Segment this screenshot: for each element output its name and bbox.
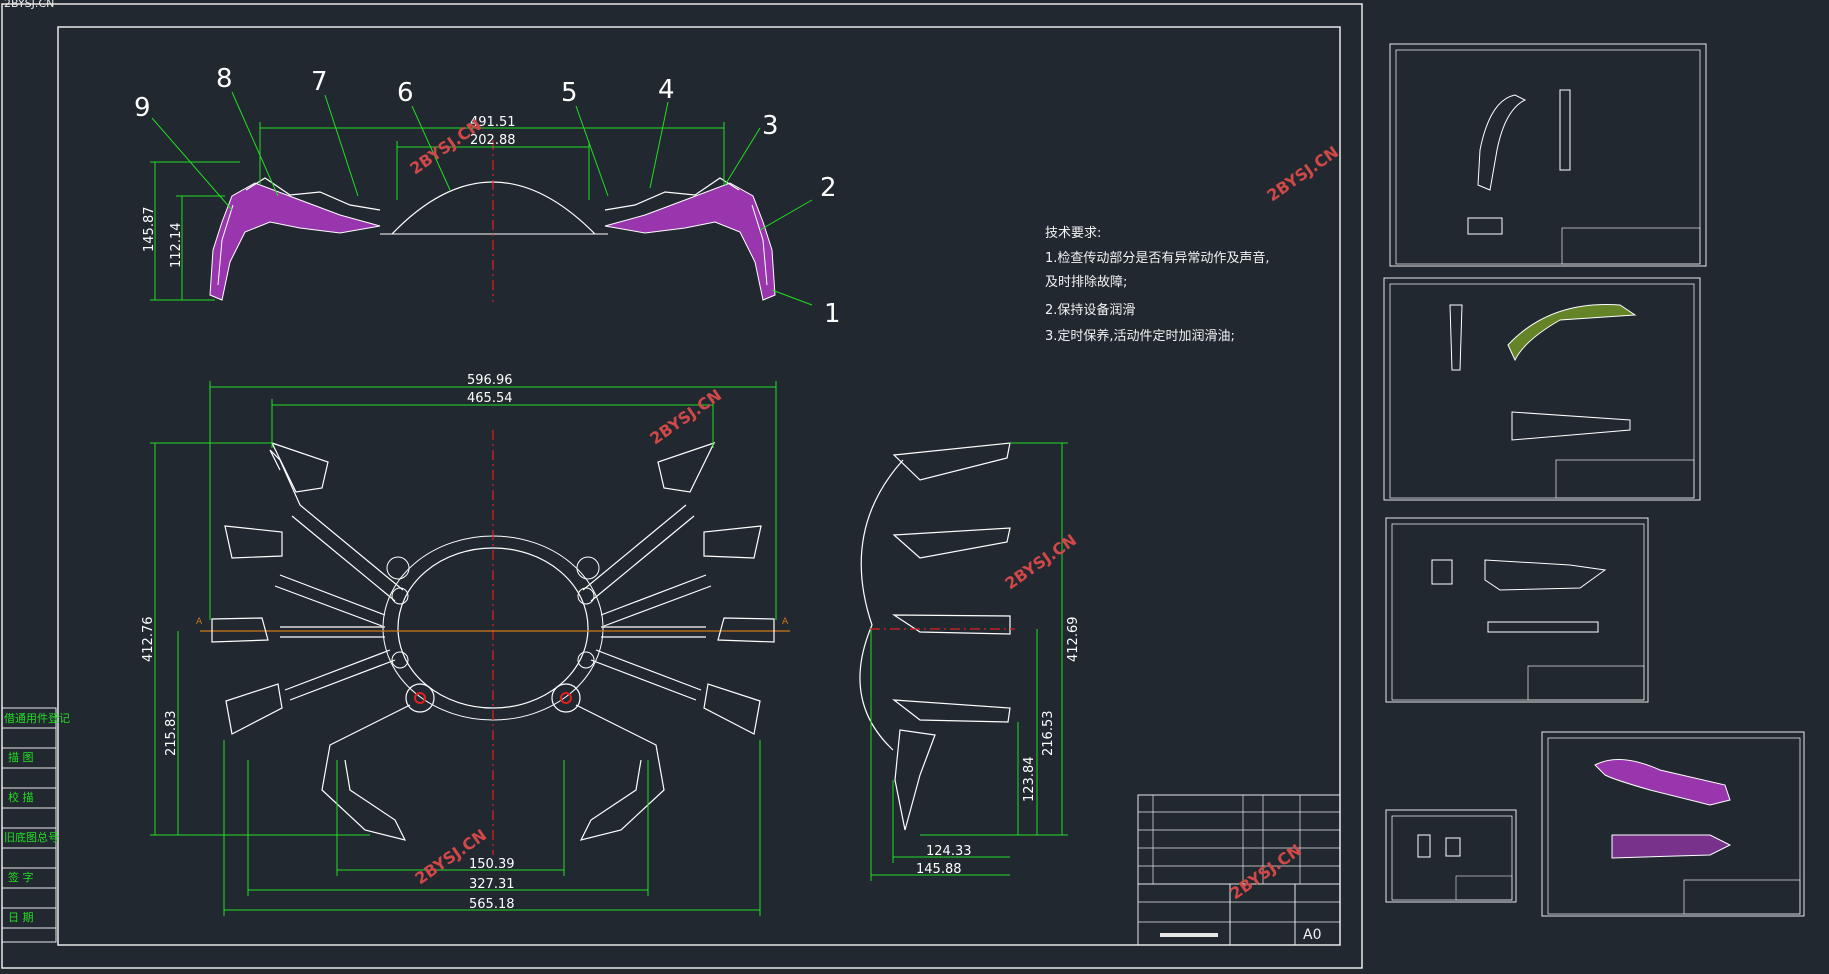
dim-plan-height-left-inner: 215.83 <box>164 711 179 757</box>
dim-plan-width-top-inner: 465.54 <box>467 391 513 406</box>
side-table-row: 签 字 <box>8 870 34 884</box>
dim-plan-height-left-outer: 412.76 <box>141 617 156 663</box>
balloon-9: 9 <box>134 93 151 123</box>
tech-title: 技术要求: <box>1045 226 1101 241</box>
balloon-4: 4 <box>658 75 675 105</box>
side-table-row: 校 描 <box>8 790 34 804</box>
tech-item-3: 3.定时保养,活动件定时加润滑油; <box>1045 328 1235 344</box>
balloon-2: 2 <box>820 173 837 203</box>
dim-plan-width-top-outer: 596.96 <box>467 373 513 388</box>
side-table-row: 描 图 <box>8 750 34 764</box>
dim-top-height-inner: 112.14 <box>169 223 184 269</box>
inner-border <box>57 26 1341 946</box>
tech-requirements: 技术要求: 1.检查传动部分是否有异常动作及声音, 及时排除故障; 2.保持设备… <box>1045 226 1270 344</box>
side-table-row: 旧底图总号 <box>4 830 59 844</box>
top-view: 491.51 202.88 145.87 112.14 9 8 7 6 5 4 … <box>134 64 841 329</box>
dim-plan-width-bottom-2: 327.31 <box>469 877 515 892</box>
section-label-a-left: A <box>196 617 203 627</box>
dim-side-height-inner: 123.84 <box>1022 757 1037 803</box>
thumbnail-sheet-4 <box>1385 809 1517 903</box>
dim-side-height-outer: 412.69 <box>1066 617 1081 663</box>
dim-plan-width-bottom-1: 150.39 <box>469 857 515 872</box>
thumbnail-sheet-5 <box>1541 731 1805 917</box>
title-block: A0 <box>1137 794 1341 946</box>
thumbnail-sheet-2 <box>1383 277 1701 501</box>
balloon-8: 8 <box>216 64 233 94</box>
balloon-3: 3 <box>762 111 779 141</box>
side-table-row: 借通用件登记 <box>4 711 70 725</box>
balloon-6: 6 <box>397 78 414 108</box>
side-table: 借通用件登记 描 图 校 描 旧底图总号 签 字 日 期 <box>1 707 70 943</box>
dim-side-height-mid: 216.53 <box>1041 711 1056 757</box>
side-table-row: 日 期 <box>8 911 34 924</box>
balloon-1: 1 <box>824 299 841 329</box>
header-text: 2BYSJ.CN <box>4 0 54 10</box>
tech-item-1b: 及时排除故障; <box>1045 275 1127 290</box>
dim-side-width-outer: 145.88 <box>916 862 962 877</box>
watermark: 2BYSJ.CN <box>1263 142 1342 205</box>
thumbnail-sheet-1 <box>1389 43 1707 267</box>
watermarks: 2BYSJ.CN 2BYSJ.CN 2BYSJ.CN 2BYSJ.CN 2BYS… <box>406 115 1342 903</box>
tech-item-2: 2.保持设备润滑 <box>1045 302 1135 318</box>
dim-top-height-outer: 145.87 <box>142 207 157 253</box>
dim-side-width-inner: 124.33 <box>926 844 972 859</box>
plan-view: A A 596.96 465.54 412.76 215.83 150.39 3… <box>141 373 790 916</box>
sheet-size: A0 <box>1303 927 1321 943</box>
section-label-a-right: A <box>782 617 789 627</box>
tech-item-1: 1.检查传动部分是否有异常动作及声音, <box>1045 250 1270 266</box>
side-view: 412.69 216.53 123.84 124.33 145.88 <box>859 442 1081 881</box>
balloon-5: 5 <box>561 78 578 108</box>
thumbnail-sheet-3 <box>1385 517 1649 703</box>
watermark: 2BYSJ.CN <box>1001 530 1080 593</box>
dim-top-width-inner: 202.88 <box>470 133 516 148</box>
dim-plan-width-bottom-3: 565.18 <box>469 897 515 912</box>
dim-top-width-outer: 491.51 <box>470 115 516 130</box>
outer-border <box>1 3 1363 969</box>
balloon-7: 7 <box>311 67 328 97</box>
watermark: 2BYSJ.CN <box>1226 840 1305 903</box>
